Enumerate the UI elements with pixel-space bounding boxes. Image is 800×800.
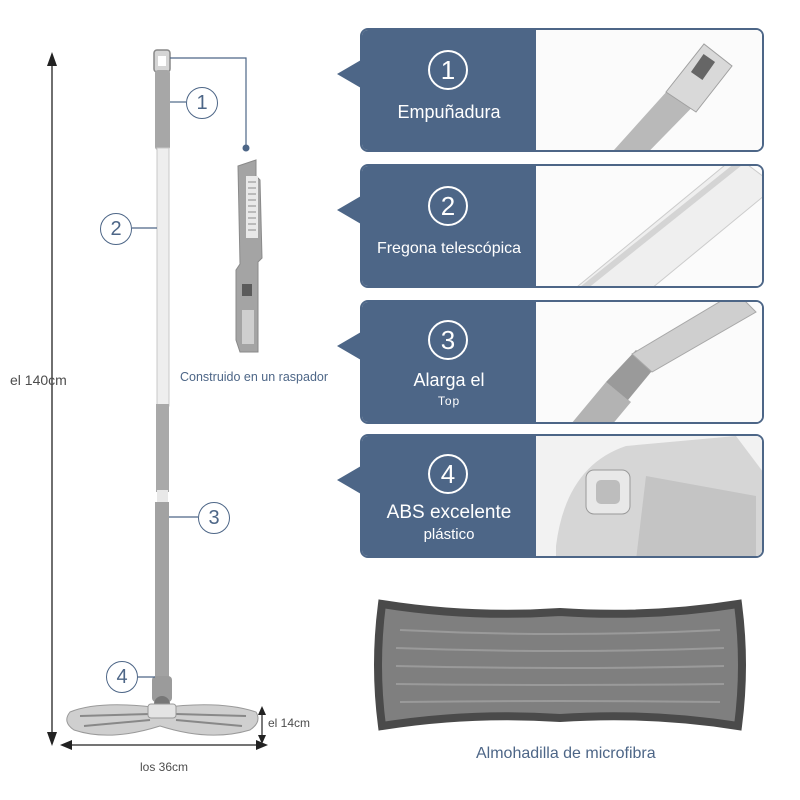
abs-joint-photo xyxy=(536,436,762,556)
height-label: el 140cm xyxy=(10,372,67,388)
grip-photo xyxy=(536,30,762,150)
pad-label: Almohadilla de microfibra xyxy=(476,745,656,762)
width-label: los 36cm xyxy=(140,760,189,774)
depth-label: el 14cm xyxy=(268,716,311,730)
callout-3: 3 xyxy=(198,502,230,534)
feature-number: 1 xyxy=(428,50,468,90)
feature-panel-extend: 3 Alarga el Top xyxy=(360,300,764,424)
feature-subtitle: Top xyxy=(437,394,461,408)
callout-1: 1 xyxy=(186,87,218,119)
extension-photo xyxy=(536,302,762,422)
depth-double-arrow-icon xyxy=(258,706,266,744)
feature-panel-abs: 4 ABS excelente plástico xyxy=(360,434,764,558)
feature-title: Alarga el xyxy=(413,370,485,390)
scraper-label: Construido en un raspador xyxy=(180,370,329,384)
feature-subtitle: plástico xyxy=(423,526,475,543)
microfiber-pad xyxy=(374,599,746,731)
feature-number: 2 xyxy=(428,186,468,226)
width-double-arrow-icon xyxy=(60,740,268,750)
pole-photo xyxy=(536,166,762,286)
pointer-3 xyxy=(337,332,361,360)
callout-2: 2 xyxy=(100,213,132,245)
mop-illustration xyxy=(47,49,268,750)
callout-4: 4 xyxy=(106,661,138,693)
feature-title: Fregona telescópica xyxy=(376,240,522,257)
feature-number: 4 xyxy=(428,454,468,494)
scraper-icon xyxy=(235,159,263,353)
pointer-2 xyxy=(337,196,361,224)
feature-title: ABS excelente xyxy=(386,502,512,523)
feature-number: 3 xyxy=(428,320,468,360)
pointer-4 xyxy=(337,466,361,494)
pointer-1 xyxy=(337,60,361,88)
feature-panel-telescopic: 2 Fregona telescópica xyxy=(360,164,764,288)
feature-panel-grip: 1 Empuñadura xyxy=(360,28,764,152)
feature-title: Empuñadura xyxy=(397,102,501,122)
height-double-arrow-icon xyxy=(47,52,57,746)
